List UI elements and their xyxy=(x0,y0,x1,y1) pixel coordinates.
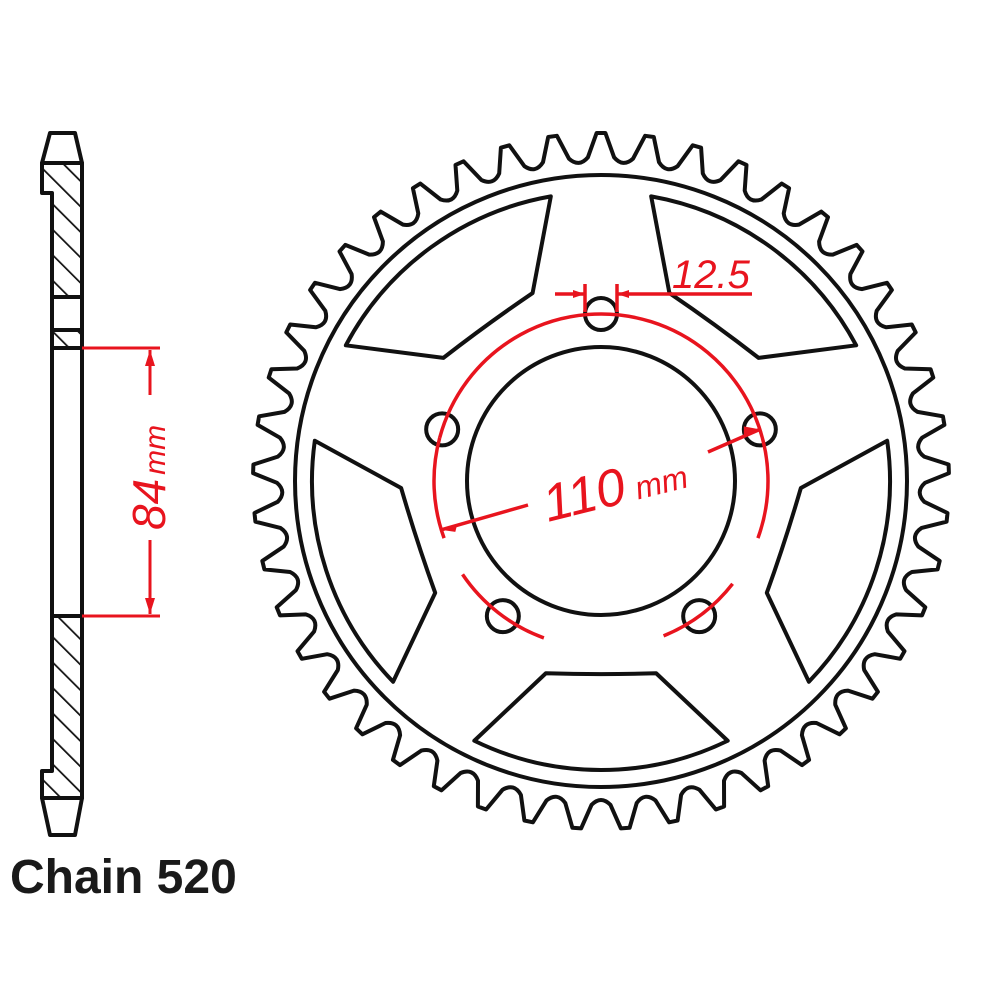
side-profile-view xyxy=(40,131,84,837)
svg-text:84mm: 84mm xyxy=(123,425,175,530)
hub-height-value: 84 xyxy=(123,479,175,530)
hub-height-unit: mm xyxy=(139,425,172,475)
bolt-circle-arc-bottom-right xyxy=(662,582,734,638)
bolt-hole-diameter-label: 12.5 xyxy=(672,253,751,297)
bolt-circle-unit: mm xyxy=(631,458,691,506)
bolt-circle-dimensions xyxy=(432,284,770,640)
bolt-circle-arc-right xyxy=(438,312,770,539)
hole-arrow-right xyxy=(617,290,629,298)
arrowhead-left xyxy=(441,523,458,532)
chain-size-caption: Chain 520 xyxy=(10,851,237,904)
diameter-leader-right xyxy=(707,427,761,454)
lightening-hole xyxy=(649,194,859,360)
side-hub xyxy=(50,346,84,618)
side-bottom-hatch xyxy=(40,614,84,800)
sprocket-teeth-outline xyxy=(251,131,951,831)
side-bottom-tooth xyxy=(40,796,84,837)
side-top-hatch xyxy=(40,161,84,299)
bolt-circle-diameter-label: 110mm xyxy=(537,442,693,534)
bolt-circle-arc-left xyxy=(432,437,446,539)
bolt-circle-value: 110 xyxy=(537,457,632,533)
sprocket-outer-ring xyxy=(293,173,909,789)
side-small-hatch xyxy=(50,328,84,350)
lightening-hole xyxy=(472,671,730,772)
hub-height-dimension: 84mm xyxy=(82,346,175,618)
side-gap-band xyxy=(50,295,84,332)
sprocket-front-view xyxy=(251,131,951,831)
lightening-hole xyxy=(343,194,553,360)
side-top-tooth xyxy=(40,131,84,165)
arrowhead-right xyxy=(743,426,760,436)
hole-arrow-left xyxy=(573,290,585,298)
lightening-hole xyxy=(310,438,438,684)
bolt-circle-arc-bottom-left xyxy=(461,573,545,640)
center-bore xyxy=(465,345,737,617)
lightening-hole xyxy=(764,438,892,684)
